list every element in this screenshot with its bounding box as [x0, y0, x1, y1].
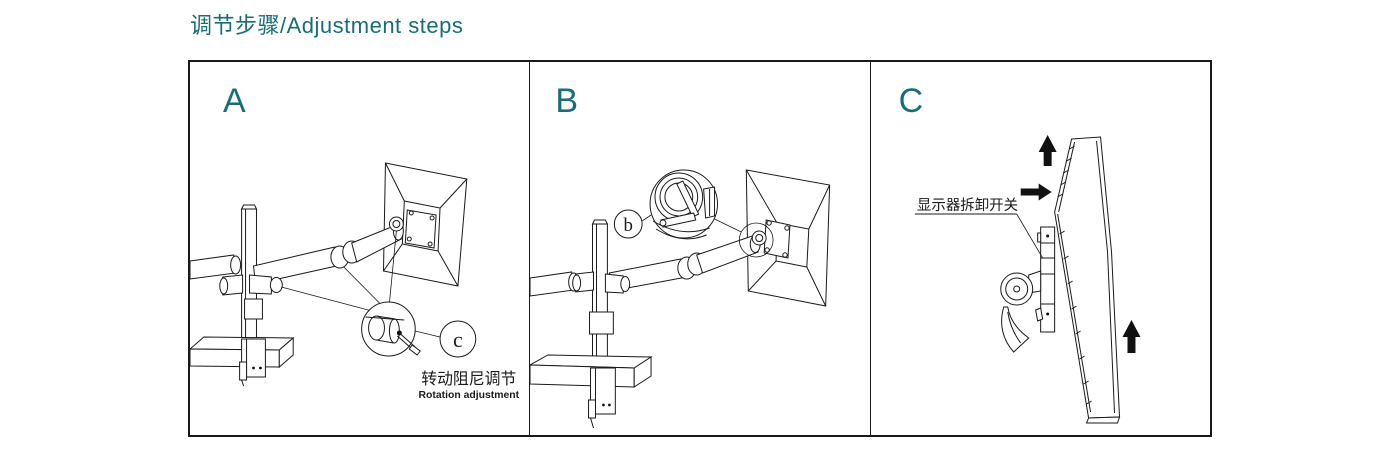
panel-c-label: C: [898, 82, 924, 120]
callout-b-letter: b: [624, 215, 633, 236]
panel-b-illustration: b: [530, 62, 869, 435]
panel-a: A: [190, 62, 531, 435]
pole-collar: [220, 275, 283, 319]
arrow-up-icon: [1122, 320, 1141, 353]
arrow-up-icon: [1038, 135, 1057, 166]
callout-connector: [642, 215, 651, 221]
monitor-rear-view: [747, 170, 830, 306]
desk-clamp: [530, 355, 651, 428]
arm-left: [530, 272, 579, 296]
panel-b: B: [530, 62, 871, 435]
monitor-rear-view: [383, 163, 466, 286]
panel-c: C: [871, 62, 1210, 435]
label-leader-line: [1016, 214, 1042, 258]
arm-left: [190, 255, 241, 279]
arm-joint: [1000, 271, 1040, 352]
monitor-release-switch-label: 显示器拆卸开关: [917, 197, 1018, 214]
adjustment-steps-figure: A: [188, 60, 1212, 437]
panel-c-illustration: 显示器拆卸开关: [871, 135, 1141, 435]
desk-clamp: [190, 337, 293, 386]
page-title: 调节步骤/Adjustment steps: [190, 13, 464, 38]
magnifier-leader-line: [715, 219, 742, 232]
panel-b-label: B: [555, 82, 579, 120]
vesa-joint-indicator-circle: [740, 223, 774, 257]
callout-line-1: [281, 287, 379, 313]
hex-key-magnifier: [650, 170, 717, 239]
callout-b-badge: b: [615, 210, 643, 238]
arm-right: [254, 217, 404, 284]
callout-line-3: [389, 231, 396, 303]
rotation-knob-magnifier: [362, 302, 421, 356]
panel-a-illustration: c 转动阻尼调节 Rotation adjustment: [190, 62, 520, 401]
panel-a-caption-en: Rotation adjustment: [419, 390, 520, 401]
callout-c-badge: c: [440, 321, 476, 357]
panel-a-label: A: [223, 82, 246, 120]
arrow-right-icon: [1020, 183, 1052, 201]
callout-line-2: [344, 267, 386, 309]
pole: [593, 220, 608, 370]
panel-a-caption-zh: 转动阻尼调节: [421, 370, 516, 388]
arm-right: [610, 231, 767, 291]
callout-connector: [415, 331, 440, 337]
monitor-side-view: [1054, 137, 1119, 423]
pole-collar: [573, 272, 630, 334]
callout-c-letter: c: [453, 327, 463, 352]
vesa-bracket: [1035, 227, 1054, 332]
